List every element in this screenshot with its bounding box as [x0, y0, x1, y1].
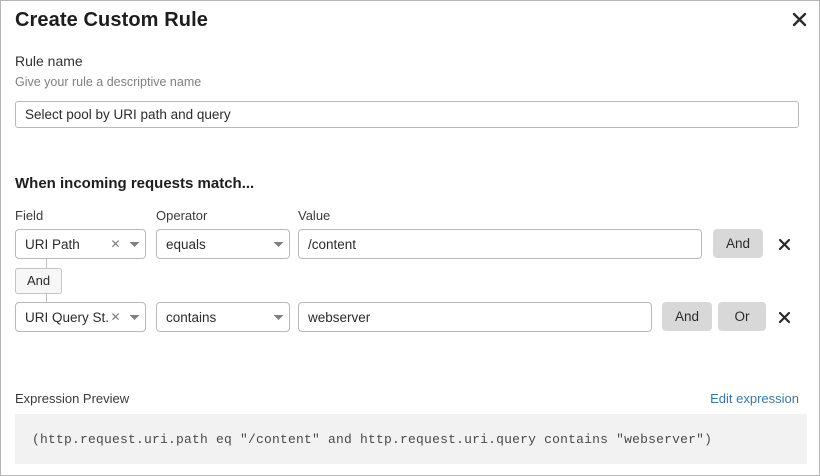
value-input-row-2[interactable]: [298, 302, 652, 332]
expression-preview-box: (http.request.uri.path eq "/content" and…: [15, 414, 807, 464]
edit-expression-link[interactable]: Edit expression: [710, 391, 799, 406]
field-select-row-1[interactable]: URI Path ✕: [15, 229, 146, 259]
delete-condition-button-row-2[interactable]: [773, 306, 795, 328]
connector-line-top: [46, 259, 47, 268]
or-button-row-2[interactable]: Or: [718, 302, 766, 331]
chevron-down-icon: [123, 241, 145, 248]
connector-line-bottom: [46, 294, 47, 303]
rule-name-label: Rule name: [15, 53, 83, 69]
rule-name-input[interactable]: [15, 101, 799, 128]
condition-connector: And: [15, 259, 135, 303]
delete-condition-button-row-1[interactable]: [773, 233, 795, 255]
rule-name-helper-text: Give your rule a descriptive name: [15, 75, 202, 89]
and-button-row-2[interactable]: And: [662, 302, 713, 331]
operator-select-row-2[interactable]: contains: [156, 302, 290, 332]
chevron-down-icon: [123, 314, 145, 321]
match-section-heading: When incoming requests match...: [15, 175, 255, 192]
field-select-value-row-1: URI Path: [25, 236, 80, 252]
clear-icon[interactable]: ✕: [110, 310, 121, 324]
chevron-down-icon: [267, 241, 289, 248]
connector-and-chip[interactable]: And: [15, 268, 63, 294]
and-button-row-1[interactable]: And: [713, 229, 764, 258]
close-icon: [778, 238, 791, 251]
column-header-field: Field: [15, 208, 44, 223]
field-select-value-row-2: URI Query St...: [25, 309, 108, 325]
value-input-row-1[interactable]: [298, 229, 702, 259]
operator-select-value-row-2: contains: [166, 309, 217, 325]
page-title: Create Custom Rule: [15, 9, 208, 31]
operator-select-row-1[interactable]: equals: [156, 229, 290, 259]
clear-icon[interactable]: ✕: [110, 237, 121, 251]
operator-select-value-row-1: equals: [166, 236, 206, 252]
close-icon: [778, 311, 791, 324]
expression-preview-label: Expression Preview: [15, 391, 130, 406]
column-header-value: Value: [298, 208, 331, 223]
expression-preview-code: (http.request.uri.path eq "/content" and…: [32, 431, 713, 447]
chevron-down-icon: [267, 314, 289, 321]
close-icon: [792, 12, 807, 27]
field-select-row-2[interactable]: URI Query St... ✕: [15, 302, 146, 332]
close-dialog-button[interactable]: [787, 7, 811, 31]
column-header-operator: Operator: [156, 208, 208, 223]
